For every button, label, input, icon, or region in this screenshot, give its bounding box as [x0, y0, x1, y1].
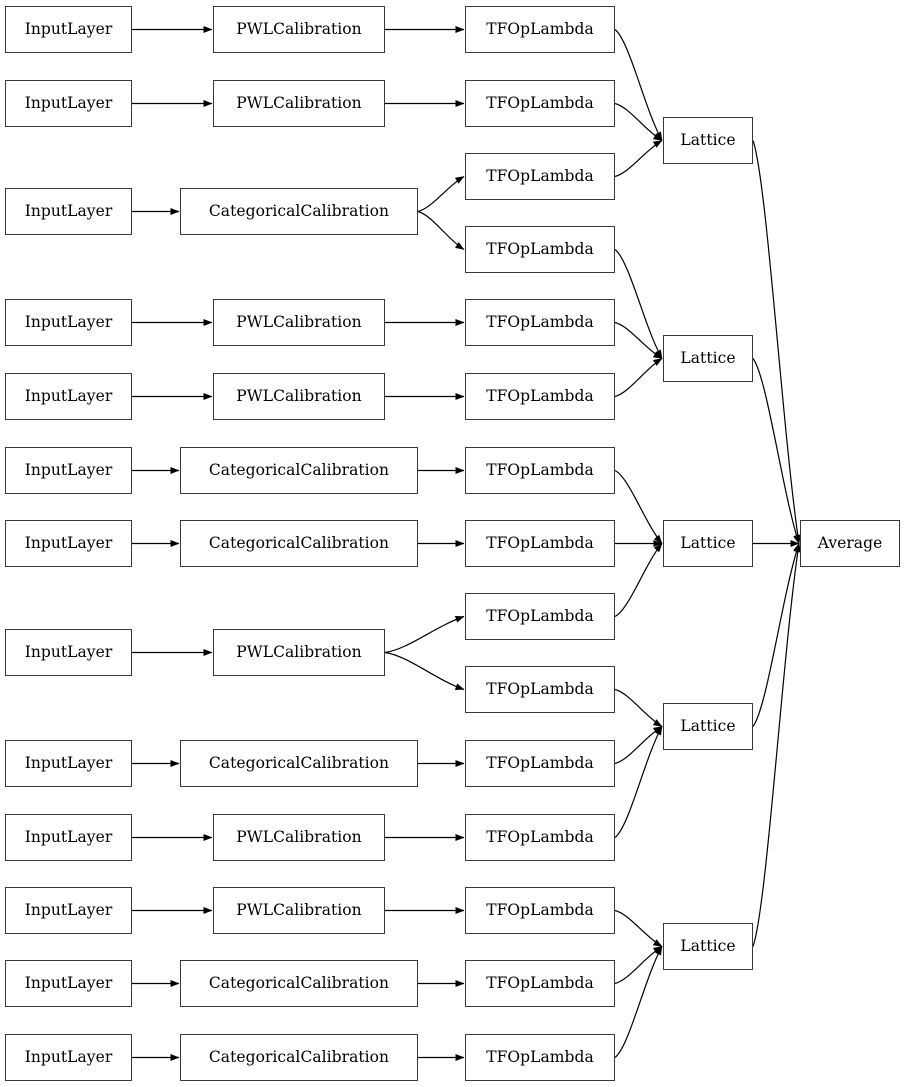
node-in10[interactable]: InputLayer [5, 814, 132, 861]
node-cal1[interactable]: PWLCalibration [213, 6, 385, 53]
node-cal7[interactable]: CategoricalCalibration [180, 520, 418, 567]
node-op9[interactable]: TFOpLambda [465, 593, 615, 640]
node-lat2[interactable]: Lattice [663, 335, 753, 382]
node-avg[interactable]: Average [800, 520, 900, 567]
node-in1[interactable]: InputLayer [5, 6, 132, 53]
node-in5[interactable]: InputLayer [5, 373, 132, 420]
node-cal4[interactable]: PWLCalibration [213, 299, 385, 346]
edge-op5-to-lat2 [614, 321, 663, 360]
edge-op10-to-lat4 [614, 688, 663, 728]
edge-op12-to-lat4 [614, 726, 663, 838]
edge-op9-to-lat3 [614, 543, 663, 618]
node-cal2[interactable]: PWLCalibration [213, 80, 385, 127]
node-in9[interactable]: InputLayer [5, 740, 132, 787]
node-cal13[interactable]: CategoricalCalibration [180, 1034, 418, 1081]
node-in13[interactable]: InputLayer [5, 1034, 132, 1081]
node-in4[interactable]: InputLayer [5, 299, 132, 346]
edge-op6-to-lat2 [614, 357, 663, 398]
node-lat1[interactable]: Lattice [663, 117, 753, 164]
node-op12[interactable]: TFOpLambda [465, 814, 615, 861]
node-lat5[interactable]: Lattice [663, 923, 753, 970]
edge-op14-to-lat5 [614, 945, 663, 985]
edge-cal3-to-op4 [417, 210, 465, 251]
node-op7[interactable]: TFOpLambda [465, 447, 615, 494]
edge-cal3-to-op3 [417, 175, 465, 213]
edge-op13-to-lat5 [614, 909, 663, 948]
edge-op1-to-lat1 [614, 29, 663, 141]
node-in6[interactable]: InputLayer [5, 447, 132, 494]
edge-cal8-to-op10 [384, 651, 465, 691]
edge-lat5-to-avg [752, 543, 802, 947]
node-op11[interactable]: TFOpLambda [465, 740, 615, 787]
node-in2[interactable]: InputLayer [5, 80, 132, 127]
node-cal6[interactable]: CategoricalCalibration [180, 447, 418, 494]
node-op5[interactable]: TFOpLambda [465, 299, 615, 346]
node-lat3[interactable]: Lattice [663, 520, 753, 567]
node-op8[interactable]: TFOpLambda [465, 520, 615, 567]
edge-op3-to-lat1 [614, 139, 663, 178]
node-op2[interactable]: TFOpLambda [465, 80, 615, 127]
edge-lat4-to-avg [752, 543, 800, 727]
edge-op7-to-lat3 [614, 469, 663, 544]
edge-op2-to-lat1 [614, 102, 663, 142]
edge-op15-to-lat5 [614, 946, 663, 1058]
node-cal12[interactable]: CategoricalCalibration [180, 960, 418, 1007]
node-op4[interactable]: TFOpLambda [465, 226, 615, 273]
node-in3[interactable]: InputLayer [5, 188, 132, 235]
node-in8[interactable]: InputLayer [5, 629, 132, 676]
node-op6[interactable]: TFOpLambda [465, 373, 615, 420]
node-lat4[interactable]: Lattice [663, 703, 753, 750]
node-op10[interactable]: TFOpLambda [465, 666, 615, 713]
node-cal11[interactable]: PWLCalibration [213, 887, 385, 934]
edge-cal8-to-op9 [384, 615, 465, 654]
node-in7[interactable]: InputLayer [5, 520, 132, 567]
edge-op4-to-lat2 [614, 249, 663, 359]
node-cal3[interactable]: CategoricalCalibration [180, 188, 418, 235]
node-op1[interactable]: TFOpLambda [465, 6, 615, 53]
node-cal9[interactable]: CategoricalCalibration [180, 740, 418, 787]
node-cal10[interactable]: PWLCalibration [213, 814, 385, 861]
node-in12[interactable]: InputLayer [5, 960, 132, 1007]
node-cal8[interactable]: PWLCalibration [213, 629, 385, 676]
edge-lat1-to-avg [752, 140, 802, 544]
node-op13[interactable]: TFOpLambda [465, 887, 615, 934]
node-in11[interactable]: InputLayer [5, 887, 132, 934]
node-op15[interactable]: TFOpLambda [465, 1034, 615, 1081]
edge-lat2-to-avg [752, 358, 800, 544]
node-op3[interactable]: TFOpLambda [465, 153, 615, 200]
edge-op11-to-lat4 [614, 725, 663, 765]
node-op14[interactable]: TFOpLambda [465, 960, 615, 1007]
node-cal5[interactable]: PWLCalibration [213, 373, 385, 420]
